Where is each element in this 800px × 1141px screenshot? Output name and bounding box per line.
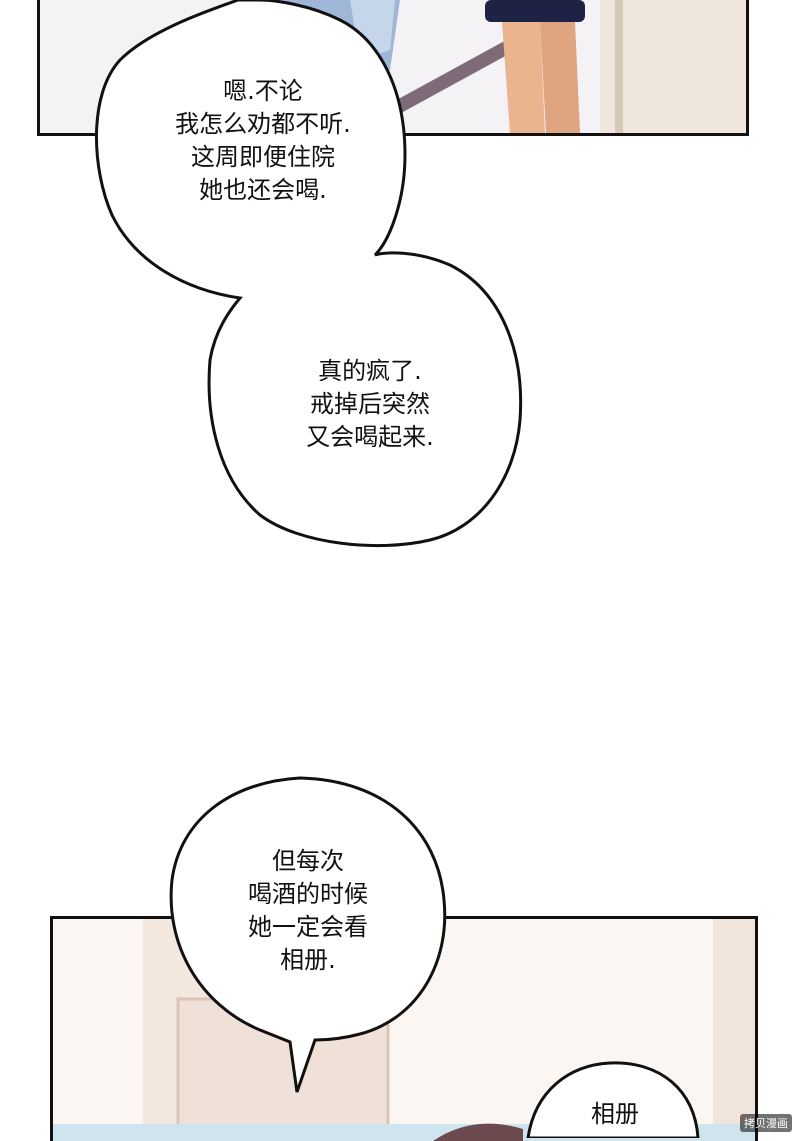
bubble-4-text: 相册 bbox=[591, 1100, 639, 1128]
speech-bubble-3 bbox=[169, 776, 447, 1093]
bubble-3-text: 但每次 喝酒的时候 她一定会看 相册. bbox=[248, 847, 368, 974]
watermark: 拷贝漫画 bbox=[740, 1114, 792, 1132]
speech-bubble-1 bbox=[95, 0, 523, 548]
speech-bubble-4 bbox=[526, 1061, 700, 1138]
bubble-2-text: 真的疯了. 戒掉后突然 又会喝起来. bbox=[306, 357, 434, 451]
bubble-1-text: 嗯.不论 我怎么劝都不听. 这周即便住院 她也还会喝. bbox=[175, 77, 351, 204]
